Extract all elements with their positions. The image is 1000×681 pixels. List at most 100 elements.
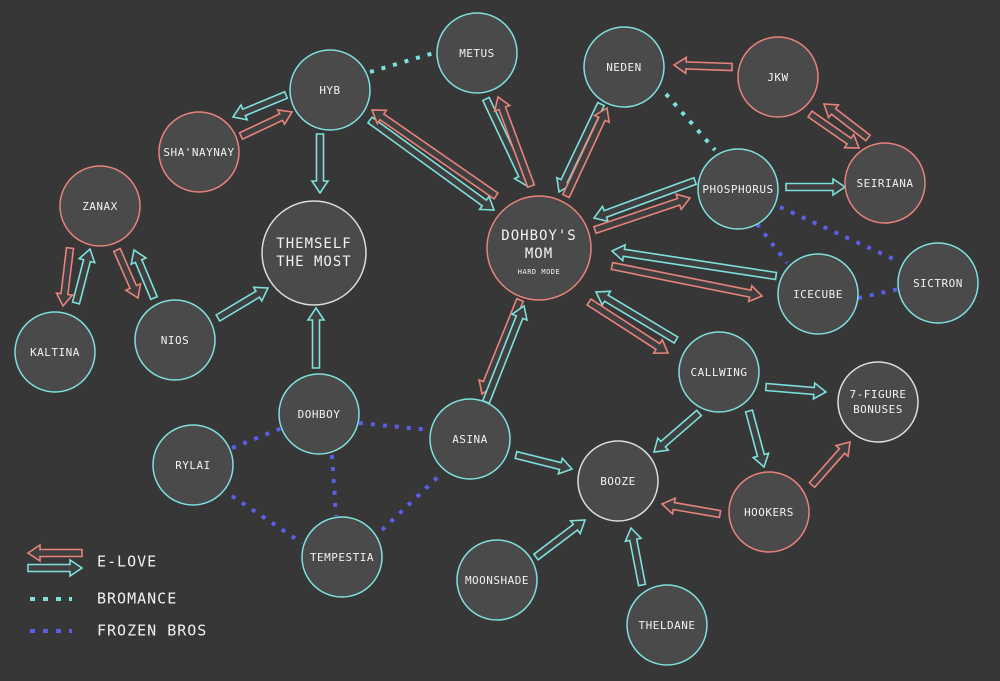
node-hyb-label: HYB (319, 84, 340, 97)
node-hookers-label: HOOKERS (744, 506, 794, 519)
arrow-kaltina-to-zanax (71, 247, 96, 305)
node-booze-label: BOOZE (600, 475, 636, 488)
arrow-mom-to-callwing (585, 297, 670, 355)
arrow-asina-to-booze (514, 450, 574, 476)
node-bonuses-label-line2: BONUSES (853, 403, 903, 416)
arrow-hyb-to-shanaynay (231, 90, 289, 121)
node-phosphorus: PHOSPHORUS (697, 148, 779, 230)
frozen-rylai-dohboy (231, 426, 283, 450)
node-mom-sublabel: HARD MODE (518, 268, 560, 276)
legend-frozen-label: FROZEN BROS (97, 622, 207, 640)
node-bonuses-label-line1: 7-FIGURE (850, 388, 907, 401)
legend-arrow-elove-left (26, 543, 83, 563)
arrow-zanax-to-kaltina (55, 246, 75, 308)
node-icecube-label: ICECUBE (793, 288, 843, 301)
arrow-hookers-to-booze (660, 496, 722, 519)
arrow-hyb-to-mom (366, 116, 496, 211)
arrow-jkw-to-seiriana (806, 109, 861, 149)
arrow-mom-to-phosphorus (592, 193, 692, 235)
node-shanaynay: SHA'NAYNAY (158, 111, 240, 193)
node-moonshade-label: MOONSHADE (465, 574, 529, 587)
node-zanax: ZANAX (59, 165, 141, 247)
bromance-hyb-metus (369, 50, 438, 74)
node-seiriana-label: SEIRIANA (857, 177, 914, 190)
frozen-rylai-tempestia (230, 494, 304, 545)
node-rylai-label: RYLAI (175, 459, 211, 472)
node-nios: NIOS (134, 299, 216, 381)
node-shanaynay-label: SHA'NAYNAY (163, 146, 234, 159)
node-dohboy-label: DOHBOY (298, 408, 341, 421)
bromance-neden-phosphorus (664, 92, 717, 152)
legend-arrow-elove-right (27, 558, 84, 578)
node-icecube: ICECUBE (777, 253, 859, 335)
node-dohboy: DOHBOY (278, 373, 360, 455)
arrow-theldane-to-booze (624, 526, 647, 587)
node-dohboys-mom: DOHBOY'S MOM HARD MODE (486, 195, 592, 301)
node-mom-label-line2: MOM (525, 246, 553, 262)
node-themself-label-line1: THEMSELF (276, 236, 351, 252)
legend-elove-icon (26, 543, 84, 578)
node-theldane: THELDANE (626, 584, 708, 666)
frozen-dohboy-tempestia (330, 454, 338, 517)
node-mom-label-line1: DOHBOY'S (501, 228, 576, 244)
node-seiriana: SEIRIANA (844, 142, 926, 224)
arrow-seiriana-to-jkw (822, 103, 872, 142)
frozen-phosphorus-icecube (755, 222, 789, 265)
arrow-callwing-to-booze (652, 409, 703, 453)
arrow-dohboy-to-themself (306, 306, 326, 369)
node-sictron-label: SICTRON (913, 277, 963, 290)
arrow-icecube-to-mom (610, 243, 778, 281)
nodes-layer: HYB METUS NEDEN JKW SHA'NAYNAY ZANAX THE… (14, 12, 979, 666)
arrow-mom-to-hyb (370, 109, 500, 201)
node-metus-label: METUS (459, 47, 495, 60)
arrow-asina-to-mom (481, 304, 529, 405)
frozen-dohboy-asina (358, 421, 431, 432)
arrow-nios-to-themself (215, 286, 270, 323)
arrow-phosphorus-to-mom (592, 176, 698, 223)
links-layer (55, 50, 901, 587)
arrow-callwing-to-bonuses (764, 381, 828, 401)
arrow-mom-to-icecube (610, 261, 764, 303)
arrow-zanax-to-nios (112, 247, 142, 300)
node-themself-the-most: THEMSELF THE MOST (261, 200, 367, 306)
node-phosphorus-label: PHOSPHORUS (702, 183, 773, 196)
arrow-mom-to-neden (561, 106, 611, 199)
legend: E-LOVE BROMANCE FROZEN BROS (26, 543, 207, 640)
node-callwing-label: CALLWING (691, 366, 748, 379)
node-tempestia-label: TEMPESTIA (310, 551, 374, 564)
arrow-callwing-to-mom (594, 290, 679, 345)
frozen-tempestia-asina (380, 473, 442, 532)
arrow-hyb-to-themself (310, 133, 330, 195)
node-kaltina-label: KALTINA (30, 346, 80, 359)
node-sictron: SICTRON (897, 242, 979, 324)
node-callwing: CALLWING (678, 331, 760, 413)
node-kaltina: KALTINA (14, 311, 96, 393)
node-themself-label-line2: THE MOST (276, 254, 351, 270)
node-tempestia: TEMPESTIA (301, 516, 383, 598)
node-moonshade: MOONSHADE (456, 539, 538, 621)
arrow-shanaynay-to-hyb (238, 108, 294, 141)
node-jkw: JKW (737, 36, 819, 118)
arrow-callwing-to-hookers (744, 409, 770, 469)
arrow-phosphorus-to-seiriana (785, 177, 847, 197)
arrow-hookers-to-bonuses (808, 440, 851, 489)
node-metus: METUS (436, 12, 518, 94)
node-asina-label: ASINA (452, 433, 488, 446)
node-asina: ASINA (429, 398, 511, 480)
node-neden: NEDEN (583, 26, 665, 108)
node-rylai: RYLAI (152, 424, 234, 506)
node-jkw-label: JKW (767, 71, 788, 84)
node-neden-label: NEDEN (606, 61, 642, 74)
legend-elove-label: E-LOVE (97, 553, 157, 571)
arrow-jkw-to-neden (672, 55, 733, 75)
node-7-figure-bonuses: 7-FIGURE BONUSES (837, 361, 919, 443)
arrow-mom-to-metus (493, 95, 536, 189)
node-zanax-label: ZANAX (82, 200, 118, 213)
legend-bromance-label: BROMANCE (97, 590, 177, 608)
node-booze: BOOZE (577, 440, 659, 522)
node-hookers: HOOKERS (728, 471, 810, 553)
node-nios-label: NIOS (161, 334, 190, 347)
frozen-phosphorus-sictron (779, 205, 901, 264)
arrow-moonshade-to-booze (532, 519, 587, 561)
